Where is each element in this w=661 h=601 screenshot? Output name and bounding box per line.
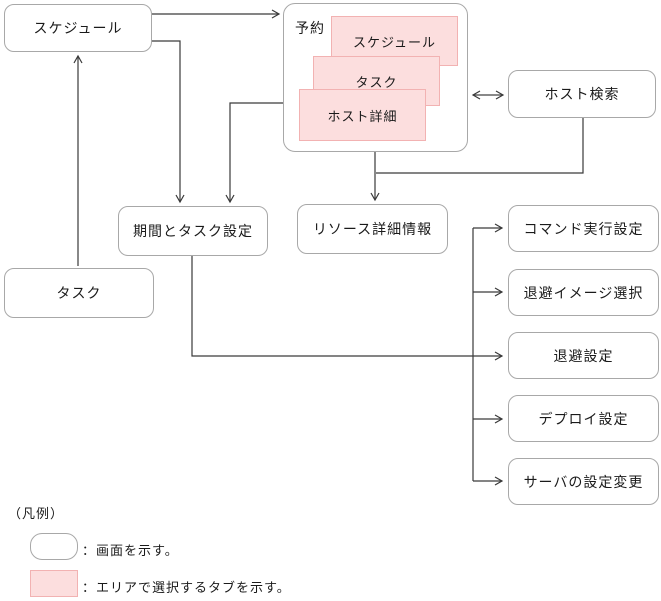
legend-screen-label: ：画面を示す。 bbox=[82, 543, 179, 558]
node-host-search: ホスト検索 bbox=[508, 70, 656, 118]
node-task: タスク bbox=[4, 268, 154, 318]
legend-title: （凡例） bbox=[8, 506, 65, 521]
node-evac-image-select: 退避イメージ選択 bbox=[508, 269, 659, 316]
node-evac-settings: 退避設定 bbox=[508, 332, 659, 379]
node-schedule: スケジュール bbox=[4, 4, 152, 52]
legend-screen-swatch bbox=[30, 533, 78, 560]
tab-host-detail: ホスト詳細 bbox=[299, 89, 426, 141]
node-deploy-settings: デプロイ設定 bbox=[508, 395, 659, 442]
legend-tab-swatch bbox=[30, 570, 78, 597]
connector-period-task-to-evac-settings bbox=[191, 256, 504, 361]
node-period-task-settings: 期間とタスク設定 bbox=[118, 206, 268, 256]
node-command-exec-settings: コマンド実行設定 bbox=[508, 205, 659, 252]
legend-tab-label: ：エリアで選択するタブを示す。 bbox=[82, 580, 291, 595]
node-server-config-change: サーバの設定変更 bbox=[508, 458, 659, 505]
reservation-label: 予約 bbox=[295, 20, 325, 36]
connector-reservation-to-period-task bbox=[225, 102, 283, 204]
connector-schedule-to-period-task bbox=[152, 40, 185, 204]
node-reservation: 予約 スケジュール タスク ホスト詳細 bbox=[283, 3, 468, 152]
node-resource-detail: リソース詳細情報 bbox=[297, 204, 448, 254]
connector-host-search-join bbox=[376, 118, 584, 174]
